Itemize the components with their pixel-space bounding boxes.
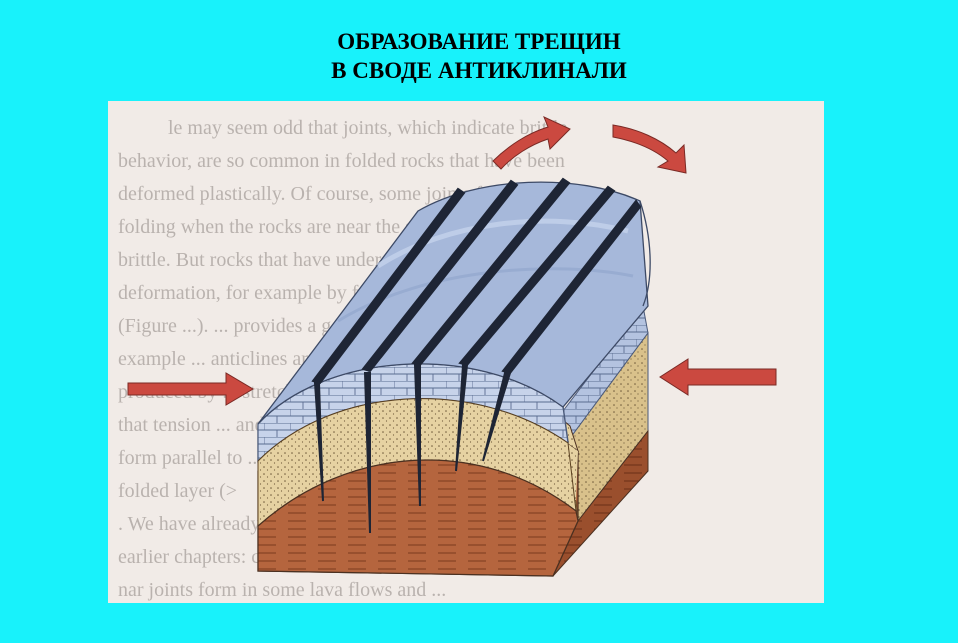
background-text-line: le may seem odd that joints, which indic…	[168, 117, 567, 139]
page-title: ОБРАЗОВАНИЕ ТРЕЩИН В СВОДЕ АНТИКЛИНАЛИ	[0, 27, 958, 85]
joint-front-4	[455, 364, 469, 472]
compression-arrow-left	[127, 372, 254, 406]
background-text-line: folded layer (>	[118, 480, 237, 502]
arrow-curved-left-tension-icon	[492, 116, 571, 170]
joint-fractures	[311, 177, 642, 534]
block-top-surface	[257, 181, 651, 425]
anticline-joints-figure: le may seem odd that joints, which indic…	[108, 101, 824, 603]
tension-arrow-left	[492, 116, 571, 170]
background-text-line: (Figure ...). ... provides a good	[118, 315, 361, 337]
arrow-left-compression-icon	[127, 372, 254, 406]
compression-arrow-right	[659, 358, 777, 396]
title-line-1: ОБРАЗОВАНИЕ ТРЕЩИН	[337, 29, 621, 54]
anticline-diagram: le may seem odd that joints, which indic…	[118, 116, 777, 601]
background-text-line: behavior, are so common in folded rocks …	[118, 150, 565, 172]
background-text-line: nar joints form in some lava flows and .…	[118, 579, 446, 601]
arrow-right-compression-icon	[659, 358, 777, 396]
tension-arrow-right	[612, 124, 687, 174]
background-text-line: example ... anticlines are	[118, 348, 317, 370]
joint-front-1	[313, 382, 324, 502]
front-layers-clean	[257, 363, 579, 577]
joint-front-2	[363, 372, 371, 534]
joint-2	[361, 179, 519, 373]
joint-front-5	[482, 372, 512, 462]
joint-front-3	[413, 364, 421, 507]
arrow-curved-right-tension-icon	[612, 124, 687, 174]
title-line-2: В СВОДЕ АНТИКЛИНАЛИ	[331, 58, 627, 83]
